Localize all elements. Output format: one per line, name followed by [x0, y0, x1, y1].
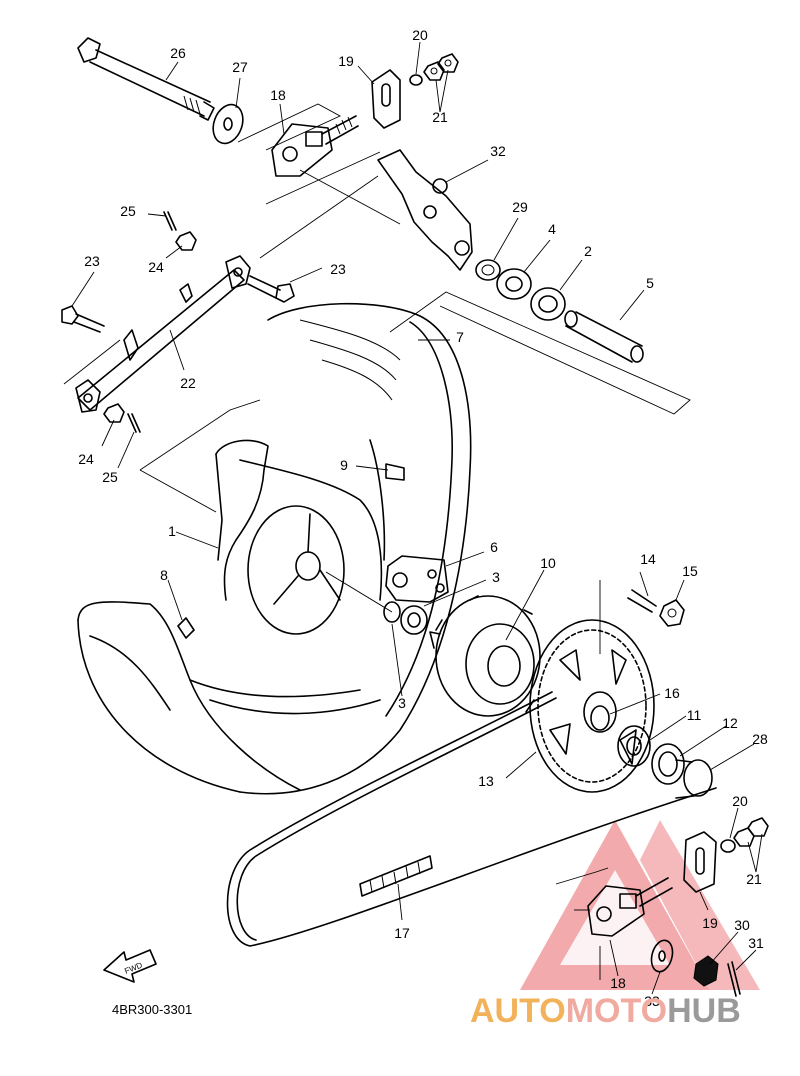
watermark-text-moto: MOTO [566, 992, 667, 1030]
watermark-triangle-inner [560, 870, 670, 965]
part-label-6: 6 [490, 539, 498, 555]
part-label-24: 24 [148, 259, 164, 275]
forward-direction-arrow: FWD [103, 949, 157, 983]
drive-chain-part-17 [226, 691, 717, 947]
brake-caliper-part-6 [385, 555, 449, 603]
balance-weight-part-8 [177, 617, 195, 639]
watermark-triangle-right [640, 820, 760, 990]
torque-arm-part-22 [75, 255, 251, 413]
part-label-16: 16 [664, 685, 680, 701]
oil-seal-part-12 [651, 743, 685, 785]
nut-part-24-top [175, 231, 197, 251]
nut-part-21-bottom [733, 817, 769, 847]
part-label-14: 14 [640, 551, 656, 567]
collar-part-29 [475, 259, 501, 281]
sprocket-hub-part-10 [429, 595, 541, 717]
watermark-text: AUTOMOTOHUB [470, 992, 741, 1030]
part-label-23: 23 [84, 253, 100, 269]
part-label-3: 3 [398, 695, 406, 711]
part-label-21: 21 [746, 871, 762, 887]
part-label-12: 12 [722, 715, 738, 731]
part-label-10: 10 [540, 555, 556, 571]
bolt-part-23-left [61, 305, 105, 333]
part-label-25: 25 [102, 469, 118, 485]
collar-part-16 [590, 705, 610, 731]
assembly-lines [63, 103, 691, 980]
part-label-2: 2 [584, 243, 592, 259]
nut-part-20-bottom [720, 839, 736, 853]
collar-part-28 [675, 759, 713, 799]
nut-part-15 [659, 599, 685, 627]
part-label-26: 26 [170, 45, 186, 61]
part-label-9: 9 [340, 457, 348, 473]
valve-part-9 [385, 463, 405, 481]
part-label-18: 18 [610, 975, 626, 991]
caliper-bracket-part-32 [377, 149, 473, 271]
part-label-27: 27 [232, 59, 248, 75]
part-label-7: 7 [456, 329, 464, 345]
oil-seal-part-4 [496, 268, 532, 300]
part-label-8: 8 [160, 567, 168, 583]
part-label-21: 21 [432, 109, 448, 125]
nut-part-21-top [423, 53, 459, 81]
part-label-20: 20 [412, 27, 428, 43]
adjuster-plate-part-19-top [371, 69, 401, 129]
tire-part-7 [77, 302, 472, 795]
watermark-text-hub: HUB [667, 992, 741, 1030]
part-label-24: 24 [78, 451, 94, 467]
part-label-29: 29 [512, 199, 528, 215]
washer-part-27 [212, 103, 244, 145]
part-label-28: 28 [752, 731, 768, 747]
cotter-pin-part-31 [727, 961, 741, 997]
stud-bolt-part-14 [627, 589, 657, 613]
part-label-1: 1 [168, 523, 176, 539]
part-label-3: 3 [492, 569, 500, 585]
part-label-5: 5 [646, 275, 654, 291]
part-label-19: 19 [702, 915, 718, 931]
part-label-25: 25 [120, 203, 136, 219]
part-label-30: 30 [734, 917, 750, 933]
part-label-19: 19 [338, 53, 354, 69]
part-label-23: 23 [330, 261, 346, 277]
leader-lines [71, 41, 763, 995]
part-label-4: 4 [548, 221, 556, 237]
axle-part-26 [77, 37, 215, 121]
cotter-pin-part-25-top [163, 211, 177, 231]
cast-wheel-part-1 [189, 439, 386, 715]
part-label-20: 20 [732, 793, 748, 809]
bolt-part-23-right [247, 275, 295, 303]
nut-part-20-top [409, 74, 423, 86]
adjuster-plate-part-19-bottom [683, 831, 717, 893]
part-label-31: 31 [748, 935, 764, 951]
chain-puller-part-18-bottom [587, 877, 673, 937]
part-label-33: 33 [644, 993, 660, 1009]
bearing-part-11 [617, 725, 651, 767]
part-label-17: 17 [394, 925, 410, 941]
diagram-code: 4BR300-3301 [112, 1002, 192, 1017]
part-label-22: 22 [180, 375, 196, 391]
part-label-13: 13 [478, 773, 494, 789]
washer-part-33 [650, 939, 674, 973]
chain-puller-part-18-top [271, 115, 359, 177]
part-label-15: 15 [682, 563, 698, 579]
part-label-11: 11 [687, 707, 702, 723]
part-label-18: 18 [270, 87, 286, 103]
watermark-logo [520, 820, 760, 990]
part-label-32: 32 [490, 143, 506, 159]
bearing-part-2 [530, 287, 566, 321]
cotter-pin-part-25-bottom [127, 413, 141, 433]
spacer-part-5 [564, 310, 644, 363]
nut-part-24-bottom [103, 403, 125, 423]
watermark-text-auto: AUTO [470, 992, 566, 1030]
bearing-part-3 [325, 571, 428, 635]
nut-part-30 [693, 955, 719, 987]
